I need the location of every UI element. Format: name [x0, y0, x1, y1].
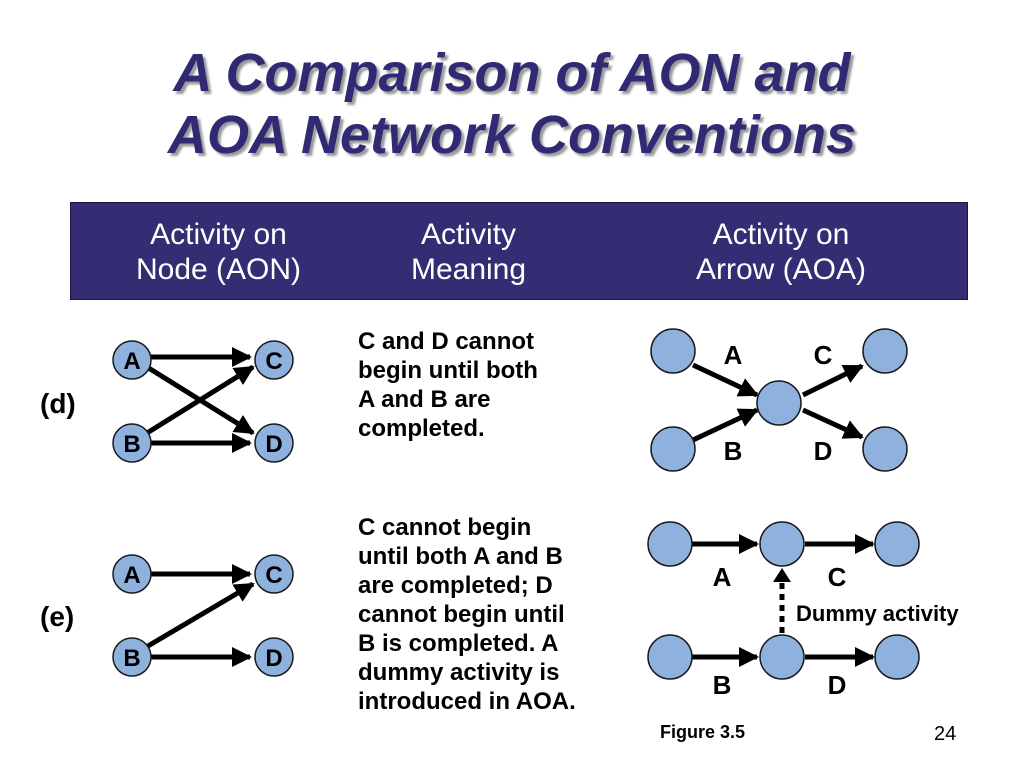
aoa-event-node	[650, 328, 696, 374]
header-meaning: Activity Meaning	[371, 217, 566, 287]
aon-node-d-label: D	[265, 645, 282, 672]
row-d-meaning-line: C and D cannot	[358, 328, 535, 355]
row-e-meaning-line: until both A and B	[358, 543, 563, 570]
row-d-meaning-line: begin until both	[358, 357, 538, 384]
aoa-label-b: B	[713, 670, 732, 700]
aon-node-a-label: A	[123, 562, 140, 589]
row-e-meaning-line: dummy activity is	[358, 659, 560, 686]
aoa-event-node	[759, 634, 805, 680]
row-d-meaning-line: A and B are	[358, 386, 491, 413]
slide-title: A Comparison of AON and AOA Network Conv…	[0, 42, 1024, 166]
aon-node-c	[254, 340, 294, 380]
aon-node-a	[112, 554, 152, 594]
header-meaning-line-1: Activity	[420, 218, 516, 251]
aon-node-a-label: A	[123, 348, 140, 375]
aoa-label-d: D	[814, 436, 833, 466]
aoa-label-a: A	[724, 340, 743, 370]
aon-node-c-label: C	[265, 562, 282, 589]
row-d-aoa: A C B D	[650, 328, 908, 472]
aon-node-b-label: B	[123, 645, 140, 672]
header-aoa: Activity on Arrow (AOA)	[651, 217, 911, 287]
dummy-activity-label: Dummy activity	[796, 601, 959, 626]
row-e-aoa: A C B D Dummy activity	[647, 521, 959, 700]
aoa-label-b: B	[724, 436, 743, 466]
aon-node-c	[254, 554, 294, 594]
dummy-arrowhead	[773, 568, 791, 582]
aoa-label-d: D	[828, 670, 847, 700]
aoa-label-c: C	[828, 562, 847, 592]
header-meaning-line-2: Meaning	[410, 253, 527, 286]
aoa-event-node	[650, 426, 696, 472]
aoa-event-node	[647, 521, 693, 567]
header-aon-line-2: Node (AON)	[135, 253, 302, 286]
aon-node-b	[112, 423, 152, 463]
aoa-event-node	[647, 634, 693, 680]
row-d-aon: A C B D	[112, 340, 294, 463]
row-e-label: (e)	[40, 601, 75, 632]
row-d-label: (d)	[40, 388, 76, 419]
row-e-meaning-line: introduced in AOA.	[358, 688, 576, 715]
aoa-arrow-d	[801, 407, 864, 440]
header-aon-line-1: Activity on	[150, 218, 287, 251]
header-aoa-line-2: Arrow (AOA)	[695, 253, 866, 286]
table-header: Activity on Node (AON) Activity Meaning …	[70, 202, 968, 300]
row-e-meaning-line: cannot begin until	[358, 601, 565, 628]
aoa-event-node	[862, 328, 908, 374]
aoa-arrow-b	[691, 407, 759, 443]
aon-node-b	[112, 637, 152, 677]
aoa-event-node	[756, 380, 802, 426]
aoa-arrow-c	[801, 363, 864, 398]
aon-node-b-label: B	[123, 431, 140, 458]
row-d-meaning-line: completed.	[358, 415, 485, 442]
aon-node-c-label: C	[265, 348, 282, 375]
arrow-b-to-c	[146, 581, 255, 649]
title-line-2: AOA Network Conventions	[167, 105, 857, 165]
aon-node-d-label: D	[265, 431, 282, 458]
aoa-arrow-a	[691, 362, 759, 398]
aon-node-d	[254, 423, 294, 463]
row-e-meaning-line: B is completed. A	[358, 630, 559, 657]
row-e-meaning-line: C cannot begin	[358, 514, 532, 541]
row-e-meaning-line: are completed; D	[358, 572, 553, 599]
header-aoa-line-1: Activity on	[712, 218, 850, 251]
aoa-label-a: A	[713, 562, 732, 592]
header-aon: Activity on Node (AON)	[101, 217, 336, 287]
row-d-meaning: C and D cannot begin until both A and B …	[358, 327, 538, 443]
figure-caption: Figure 3.5	[660, 722, 746, 742]
aon-node-d	[254, 637, 294, 677]
arrow-b-to-c	[145, 364, 255, 436]
row-e-meaning: C cannot begin until both A and B are co…	[358, 513, 576, 716]
aoa-event-node	[874, 521, 920, 567]
page-number: 24	[934, 723, 957, 745]
title-line-1: A Comparison of AON and	[173, 43, 851, 103]
aoa-label-c: C	[814, 340, 833, 370]
aoa-event-node	[862, 426, 908, 472]
aoa-event-node	[874, 634, 920, 680]
row-e-aon: A C B D	[112, 554, 294, 677]
aoa-event-node	[759, 521, 805, 567]
aon-node-a	[112, 340, 152, 380]
